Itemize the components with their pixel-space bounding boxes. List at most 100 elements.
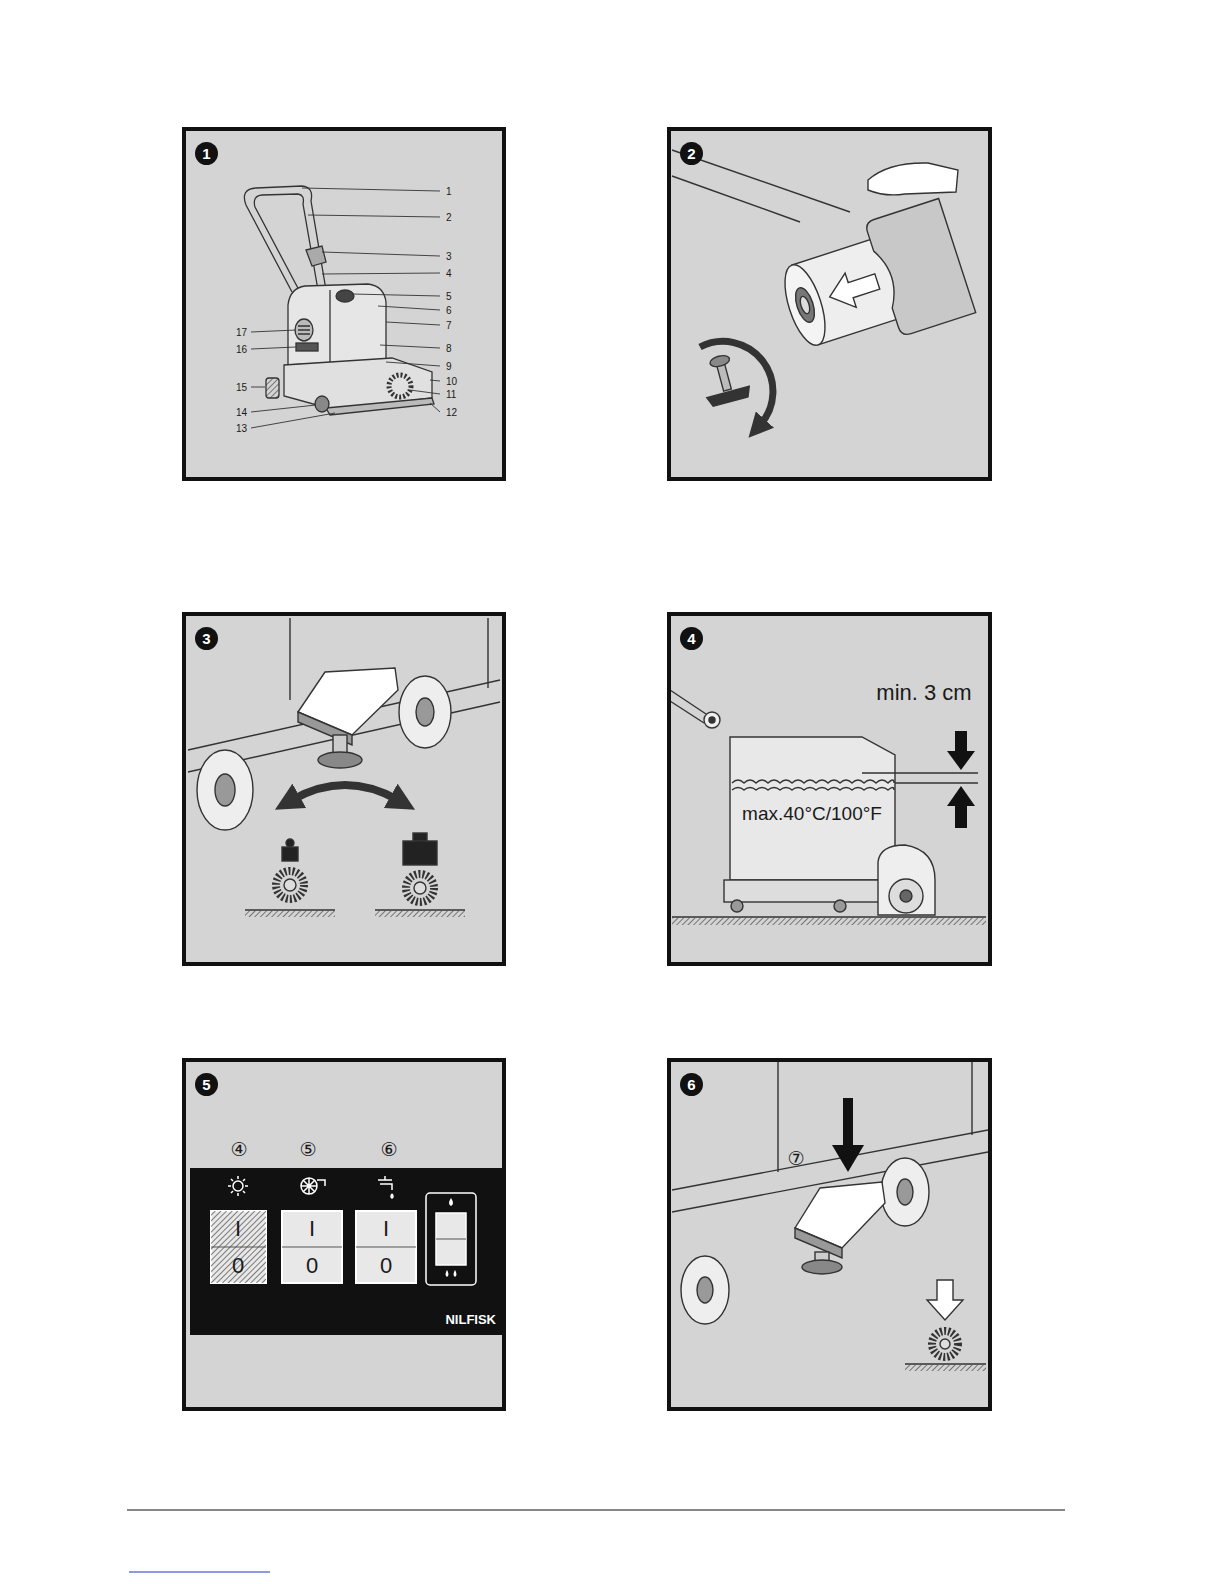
- leader-line-part: [322, 273, 440, 274]
- brush-pressure-part: [416, 698, 434, 726]
- control-panel-part: [211, 1211, 266, 1283]
- brush-lowering-part: [697, 1277, 713, 1303]
- panel-ground-part: [182, 1058, 506, 1411]
- tank-filling-part: [704, 712, 720, 728]
- panel-ground-part: [667, 612, 992, 966]
- leader-line-part: [251, 330, 296, 332]
- brush-insertion-part: [697, 351, 752, 408]
- brush-lowering-part: [681, 1256, 729, 1324]
- figure-panel: 6: [667, 1058, 992, 1411]
- tank-filling-part: [900, 890, 912, 902]
- leader-line-part: [352, 294, 440, 296]
- dimension-note: min. 3 cm: [876, 681, 971, 705]
- callout-number: 17: [236, 327, 247, 338]
- switch-mark: I: [383, 1217, 389, 1241]
- control-panel: [190, 1168, 502, 1335]
- control-panel-part: [228, 1176, 476, 1285]
- leader-line-part: [322, 252, 440, 256]
- leader-line-part: [308, 215, 440, 217]
- leader-line-part: [251, 347, 296, 349]
- callout-number: 6: [446, 305, 452, 316]
- brush-pressure-part: [197, 750, 253, 830]
- machine-overview-part: [326, 398, 434, 415]
- brand-mark: NILFISK: [445, 1313, 496, 1327]
- machine-overview-part: [266, 378, 279, 398]
- leader-line-part: [251, 387, 265, 388]
- callout-number: 15: [236, 382, 247, 393]
- brush-lowering-part: [672, 1130, 988, 1190]
- leader-line: [251, 188, 440, 428]
- callout-number: ⑦: [787, 1148, 804, 1169]
- panel-ground-part: [667, 1058, 992, 1411]
- callout-number: 8: [446, 343, 452, 354]
- tank-filling-part: [878, 845, 935, 915]
- machine-overview-part: [298, 326, 310, 334]
- panel-ground: [182, 127, 992, 1411]
- brush-lowering-part: [802, 1260, 842, 1274]
- tank-filling-part: [834, 900, 846, 912]
- control-panel-part-part: [301, 1178, 317, 1194]
- control-panel-part: [436, 1213, 466, 1265]
- callout-number: 2: [446, 212, 452, 223]
- brush-insertion: [672, 150, 976, 425]
- control-panel-part-part: [301, 1178, 317, 1194]
- control-panel-part: [211, 1211, 266, 1283]
- dimension-note: max.40°C/100°F: [742, 804, 882, 825]
- brush-lowering-part: [905, 1364, 986, 1371]
- switch-mark: I: [309, 1217, 315, 1241]
- machine-overview-part: [254, 194, 318, 292]
- brush-lowering-part: [897, 1179, 913, 1205]
- callout-number: 5: [446, 291, 452, 302]
- control-panel-part: [282, 1211, 342, 1283]
- machine-overview-part: [336, 290, 354, 302]
- control-panel-part: [446, 1270, 457, 1277]
- brush-lowering-part: [832, 1145, 864, 1172]
- machine-overview-part: [306, 246, 326, 266]
- leader-line-part: [380, 345, 440, 348]
- brush-pressure-part: [487, 618, 488, 688]
- brush-lowering: [672, 1062, 988, 1371]
- callout-number: 16: [236, 344, 247, 355]
- brush-insertion-part: [700, 341, 773, 425]
- brush-insertion-part: [672, 176, 800, 222]
- figure-panel: 1: [182, 127, 506, 481]
- brush-lowering-part: [881, 1158, 929, 1226]
- machine-overview-part: [329, 290, 330, 362]
- callout-number: 13: [236, 423, 247, 434]
- callout-number: 10: [446, 376, 457, 387]
- control-panel-part: [211, 1247, 266, 1248]
- panel-ground-part: [182, 127, 506, 481]
- panel-number: 2: [680, 142, 703, 165]
- tank-filling-part: [947, 751, 975, 770]
- tank-filling-part: [670, 701, 704, 723]
- control-panel-part: [190, 1168, 502, 1335]
- figure-panel: 3: [182, 612, 506, 966]
- callout-number: 3: [446, 251, 452, 262]
- brush-pressure: [188, 618, 500, 917]
- control-panel-part: [449, 1198, 453, 1206]
- leader-line-part: [251, 405, 316, 412]
- brush-insertion-part-part: [707, 386, 752, 407]
- brush-pressure-part: [292, 785, 398, 800]
- control-panel-part-part: [317, 1180, 325, 1186]
- control-panel-part-part: [378, 1176, 392, 1190]
- machine-overview-part: [296, 343, 318, 351]
- leader-line-part: [251, 413, 335, 428]
- callout-number: 14: [236, 407, 247, 418]
- tank-filling-part: [732, 780, 894, 783]
- callout-number: 9: [446, 361, 452, 372]
- brush-pressure-part: [413, 833, 427, 841]
- tank-filling-part: [889, 879, 923, 913]
- brush-insertion-part-part: [798, 295, 811, 315]
- brush-lowering-part: [971, 1062, 972, 1135]
- panel-number: 4: [680, 627, 703, 650]
- machine-overview-part: [295, 319, 313, 341]
- brush-pressure-part: [284, 879, 296, 891]
- tank-filling-part: [732, 788, 894, 791]
- control-panel-part-part: [233, 1181, 243, 1191]
- callout-number: 4: [446, 268, 452, 279]
- panel-number: 1: [195, 142, 218, 165]
- brush-pressure-part: [282, 847, 298, 861]
- brush-pressure-part: [289, 618, 290, 700]
